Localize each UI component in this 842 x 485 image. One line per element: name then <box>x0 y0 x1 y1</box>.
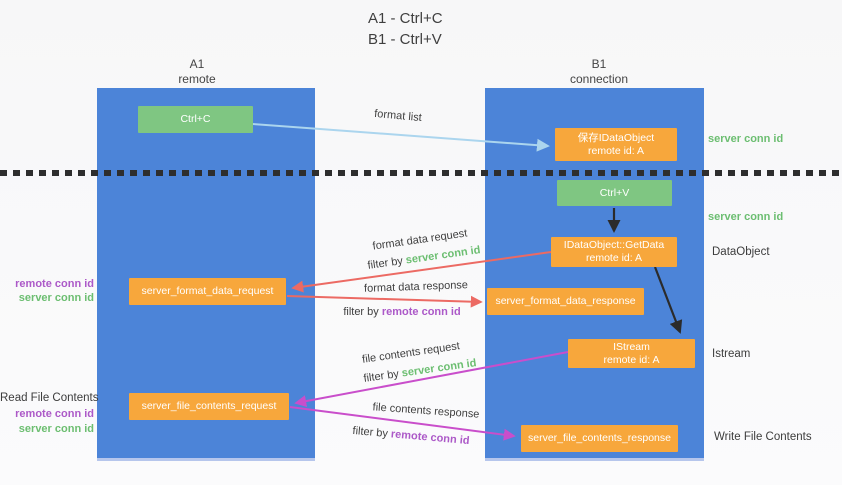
istream-title: IStream <box>613 340 650 353</box>
node-ctrl-c: Ctrl+C <box>138 106 253 133</box>
lane-a1-type: remote <box>178 72 216 86</box>
node-server-file-contents-request: server_file_contents_request <box>129 393 289 420</box>
annotation-istream: Istream <box>712 348 751 360</box>
annotation-dataobject: DataObject <box>712 246 770 258</box>
title-line-paste: B1 - Ctrl+V <box>368 31 442 48</box>
filter-value-remote-conn-id: remote conn id <box>381 306 461 318</box>
filter-value-remote-conn-id: remote conn id <box>390 428 470 448</box>
format-request-label: server_format_data_request <box>141 285 274 297</box>
getdata-remote-id: remote id: A <box>585 252 643 264</box>
getdata-title: IDataObject::GetData <box>563 239 665 251</box>
filter-prefix: filter by <box>362 368 400 385</box>
annotation-server-conn-id-mid: server conn id <box>708 211 784 223</box>
label-filter-remote-conn-1: filter by remote conn id <box>343 306 460 318</box>
annotation-write-file-contents: Write File Contents <box>714 431 812 443</box>
filter-prefix: filter by <box>366 255 404 272</box>
lane-header-a1: A1 remote <box>137 57 257 87</box>
file-request-label: server_file_contents_request <box>141 400 277 412</box>
annotation-read-file-contents: Read File Contents <box>0 392 99 404</box>
diagram-title: A1 - Ctrl+C B1 - Ctrl+V <box>368 8 443 50</box>
filter-prefix: filter by <box>352 424 389 440</box>
node-istream: IStream remote id: A <box>568 339 695 368</box>
lane-header-b1: B1 connection <box>539 57 659 87</box>
lane-a1-name: A1 <box>189 57 205 71</box>
arrow-format-data-response <box>286 295 483 308</box>
save-idataobject-title: 保存IDataObject <box>577 131 655 144</box>
filter-prefix: filter by <box>343 306 379 318</box>
label-format-data-response: format data response <box>363 279 469 295</box>
format-response-label: server_format_data_response <box>495 295 636 307</box>
annotation-server-conn-id-left-bottom: server conn id <box>18 423 94 435</box>
istream-remote-id: remote id: A <box>603 353 660 366</box>
label-file-contents-response: file contents response <box>372 401 480 421</box>
lane-b1-type: connection <box>569 72 629 86</box>
lane-b1-name: B1 <box>591 57 607 71</box>
save-idataobject-remote-id: remote id: A <box>587 144 645 157</box>
node-idataobject-getdata: IDataObject::GetData remote id: A <box>551 237 677 267</box>
node-server-file-contents-response: server_file_contents_response <box>521 425 678 452</box>
node-server-format-data-response: server_format_data_response <box>487 288 644 315</box>
filter-value-server-conn-id: server conn id <box>401 357 478 380</box>
label-filter-remote-conn-2: filter by remote conn id <box>352 425 470 447</box>
ctrl-c-label: Ctrl+C <box>180 113 211 125</box>
annotation-remote-conn-id-top: remote conn id <box>15 278 94 290</box>
node-ctrl-v: Ctrl+V <box>557 180 672 206</box>
filter-value-server-conn-id: server conn id <box>405 244 482 267</box>
annotation-server-conn-id-left-top: server conn id <box>18 292 94 304</box>
node-server-format-data-request: server_format_data_request <box>129 278 286 305</box>
annotation-server-conn-id-top: server conn id <box>708 133 784 145</box>
file-response-label: server_file_contents_response <box>527 432 671 444</box>
node-save-idataobject: 保存IDataObject remote id: A <box>555 128 677 161</box>
label-format-list: format list <box>373 107 423 125</box>
annotation-remote-conn-id-bottom: remote conn id <box>15 408 94 420</box>
title-line-copy: A1 - Ctrl+C <box>368 10 443 27</box>
ctrl-v-label: Ctrl+V <box>599 186 630 199</box>
